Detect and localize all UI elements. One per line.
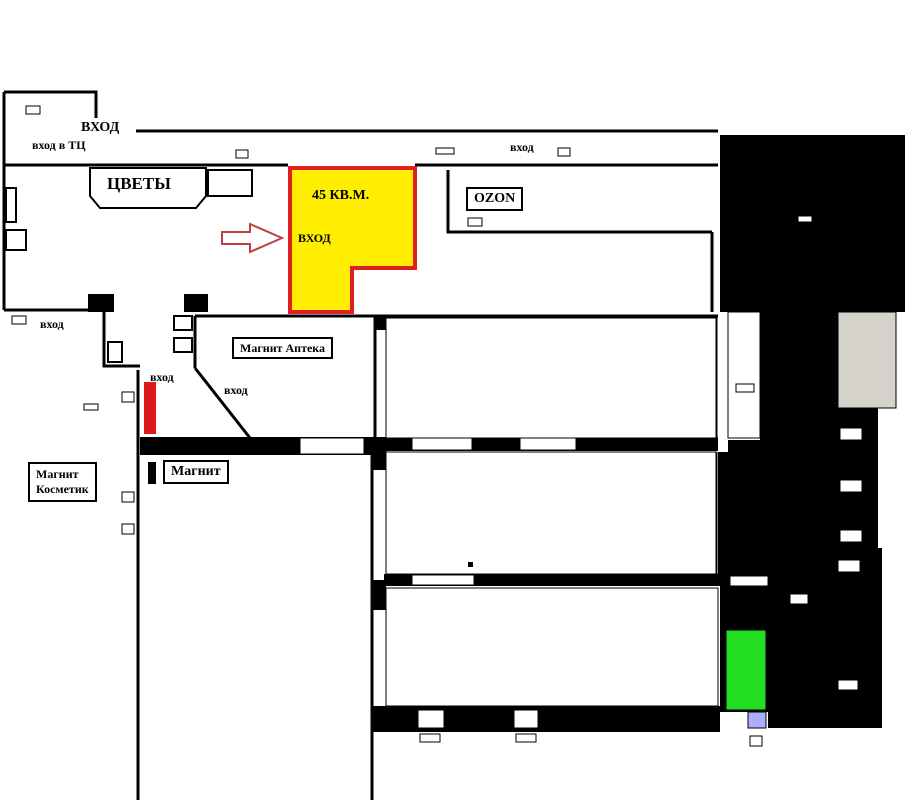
cosmetics-label-line1: Магнит [36,467,79,481]
red-strip [144,382,156,434]
sign-2 [235,149,249,159]
magnit-label: Магнит [163,460,229,484]
entrance-pharmacy-label: вход [224,383,248,397]
arrow-icon [221,222,285,254]
door-7 [729,575,769,587]
store-tall [727,311,761,439]
door-5 [417,709,445,729]
sign-10 [735,383,755,393]
highlight-area [288,166,417,314]
sign-7 [121,391,135,403]
sign-5 [11,315,27,325]
door-6 [513,709,539,729]
row1-shop [385,317,717,439]
area-entrance-label: ВХОД [298,231,331,245]
door-1 [299,437,365,455]
blue-marker [747,711,767,729]
fixture-mid-2 [173,337,193,353]
small-sign-4 [837,559,861,573]
flowers-counter [89,167,207,209]
fixture-left-1 [5,187,17,223]
row2-shop [385,451,717,575]
fixture-left-2 [5,229,27,251]
sign-11 [797,215,813,223]
entrance-ozon-label: вход [510,140,534,154]
center-dot [468,562,473,567]
sign-15 [749,735,763,747]
green-room [725,629,767,711]
small-sign-3 [839,529,863,543]
row3-shop [385,587,719,707]
column-6 [148,462,156,484]
sign-3 [435,147,455,155]
wall-kiosk [102,310,140,368]
fixture-kiosk [107,341,123,363]
small-sign-1 [839,427,863,441]
fixture-flowers-side [207,169,253,197]
small-sign-2 [839,479,863,493]
flowers-label: ЦВЕТЫ [107,174,171,193]
cosmetics-label: Магнит Косметик [28,462,97,502]
small-sign-5 [837,679,859,691]
cosmetics-label-line2: Косметик [36,482,89,496]
sign-14 [515,733,537,743]
sign-13 [419,733,441,743]
gray-room [837,311,897,409]
sign-4 [557,147,571,157]
ozon-label: OZON [466,187,524,211]
door-2 [411,437,473,451]
sign-8 [121,491,135,503]
pharmacy-label: Магнит Аптека [232,337,334,359]
area-label: 45 КВ.М. [312,188,370,203]
column-4 [372,440,386,470]
column-3 [374,316,388,330]
entrance-small-label: вход [150,370,174,384]
entrance-tc-label: вход в ТЦ [32,138,86,152]
sign-1 [25,105,41,115]
wall-ozon [446,170,712,234]
wall-pharmacy-diag [193,367,252,439]
small-sign-6 [789,593,809,605]
door-4 [411,574,475,586]
door-3 [519,437,577,451]
column-5 [372,580,386,610]
wall-top-left [4,90,98,118]
entrance-top-label: ВХОД [81,120,120,135]
fixture-mid-1 [173,315,193,331]
entrance-left-label: вход [40,317,64,331]
column-2 [184,294,208,312]
column-1 [88,294,114,312]
sign-12 [467,217,483,227]
sign-6 [83,403,99,411]
sign-9 [121,523,135,535]
